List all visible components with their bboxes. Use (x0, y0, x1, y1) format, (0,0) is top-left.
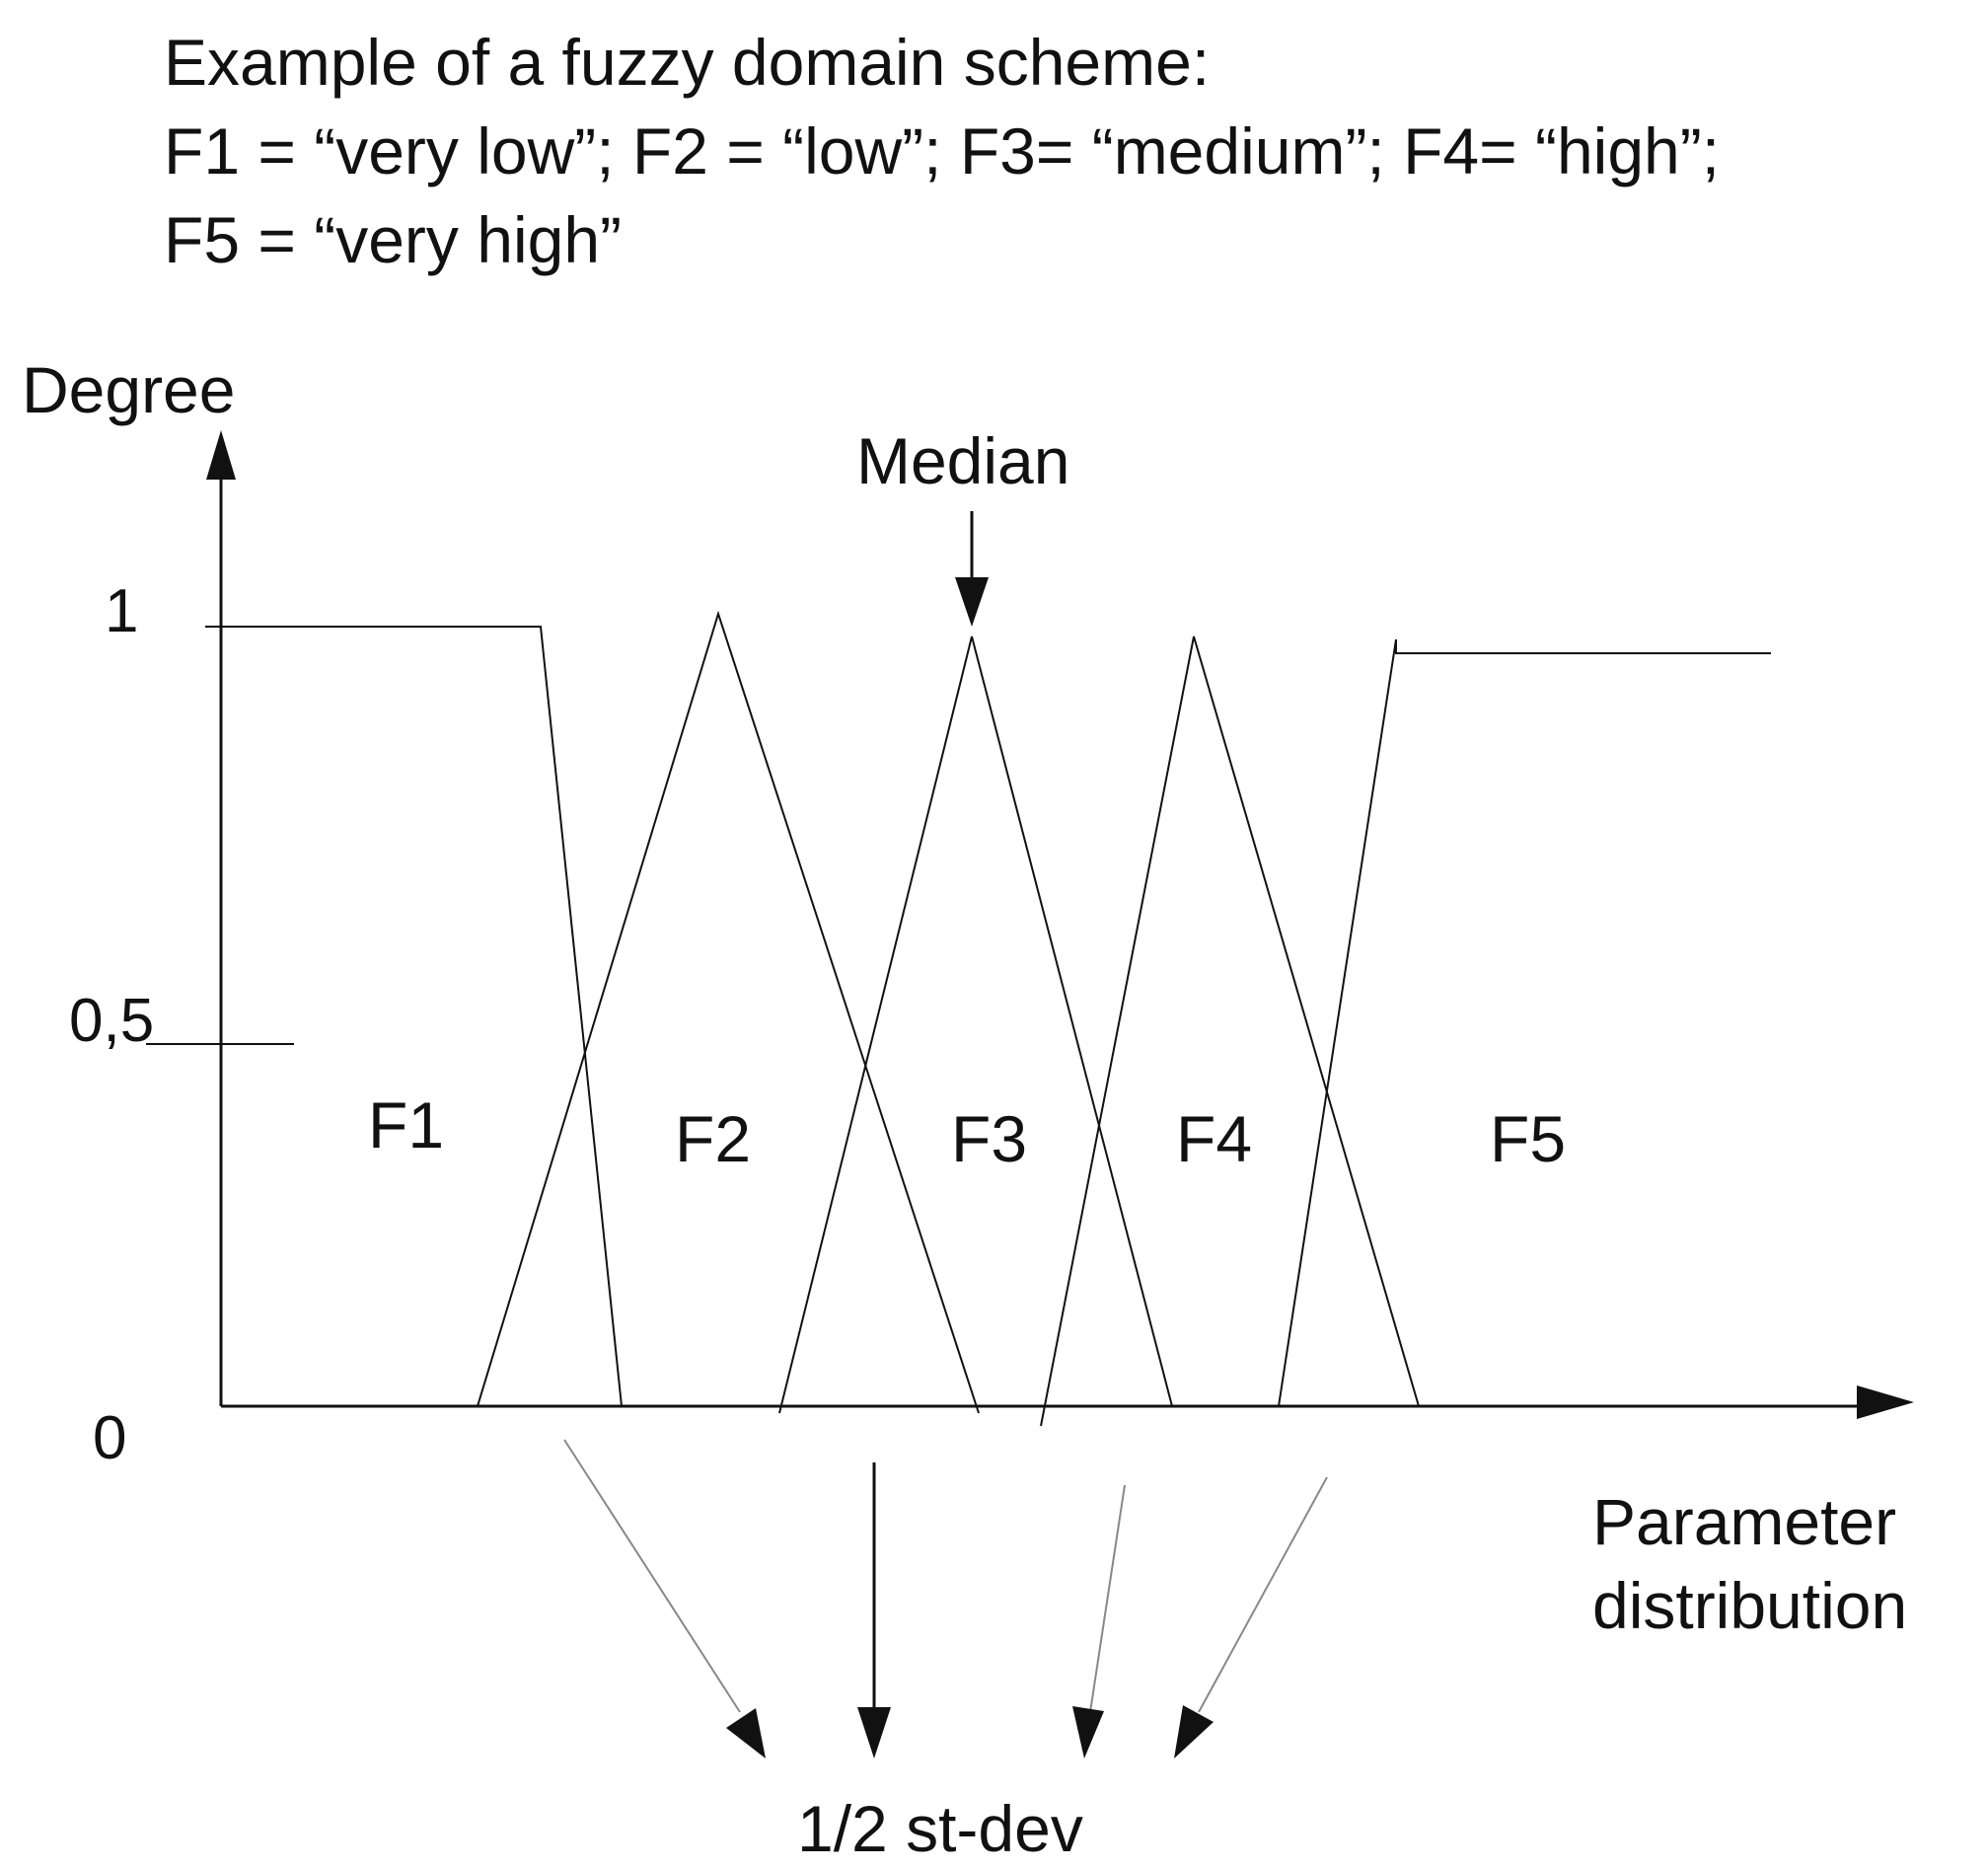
stdev-arrowhead-3 (1072, 1706, 1104, 1758)
tick-label-half: 0,5 (69, 987, 154, 1055)
y-axis-label: Degree (22, 353, 235, 426)
x-axis-label-line-2: distribution (1592, 1569, 1907, 1642)
membership-f4 (1040, 636, 1420, 1427)
x-axis-label-line-1: Parameter (1592, 1485, 1896, 1558)
stdev-arrowhead-2 (857, 1707, 891, 1758)
stdev-arrow-4 (1198, 1476, 1328, 1713)
tick-label-0: 0 (93, 1404, 126, 1472)
set-label-f5: F5 (1490, 1102, 1566, 1175)
x-axis-arrowhead (1857, 1385, 1914, 1419)
diagram-heading: Example of a fuzzy domain scheme: F1 = “… (164, 18, 1720, 284)
stdev-arrow-1 (563, 1439, 741, 1713)
membership-f5 (1278, 638, 1771, 1407)
membership-f3 (778, 636, 1173, 1414)
stdev-label: 1/2 st-dev (797, 1792, 1083, 1865)
membership-f1 (221, 626, 623, 1407)
membership-f2 (477, 610, 980, 1414)
heading-line-2: F1 = “very low”; F2 = “low”; F3= “medium… (164, 114, 1721, 187)
stdev-arrowhead-1 (726, 1708, 766, 1758)
set-label-f3: F3 (951, 1102, 1027, 1175)
heading-line-1: Example of a fuzzy domain scheme: (164, 26, 1211, 99)
set-label-f2: F2 (675, 1102, 751, 1175)
stdev-arrowhead-4 (1174, 1705, 1214, 1758)
y-axis-arrowhead (206, 430, 236, 480)
median-arrowhead (955, 577, 989, 627)
heading-line-3: F5 = “very high” (164, 203, 622, 276)
set-label-f4: F4 (1176, 1102, 1252, 1175)
median-label: Median (856, 424, 1069, 497)
tick-label-1: 1 (105, 577, 138, 645)
stdev-arrow-3 (1089, 1484, 1126, 1713)
set-label-f1: F1 (368, 1088, 444, 1161)
